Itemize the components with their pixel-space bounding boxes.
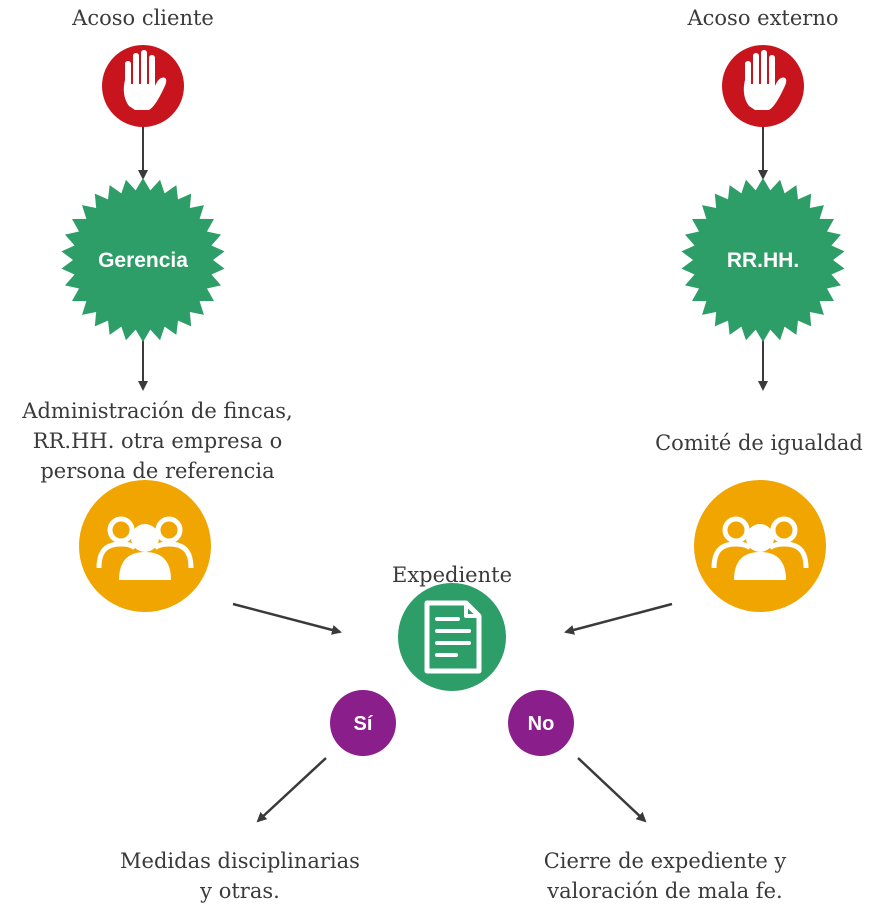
rrhh-label: RR.HH. (727, 249, 799, 272)
yes-outcome-line-2: y otras. (200, 879, 280, 903)
gerencia-starburst: Gerencia (61, 178, 225, 342)
expediente-title: Expediente (391, 563, 513, 587)
gerencia-label: Gerencia (98, 249, 188, 272)
stop-hand-icon (102, 45, 184, 127)
people-group-icon (79, 480, 211, 612)
arrow-right-group-to-expediente (564, 602, 673, 635)
left-branch-title: Acoso cliente (72, 6, 214, 30)
left-group-label-line-1: Administración de fincas, (22, 399, 293, 423)
arrow-left-group-to-expediente (232, 602, 342, 635)
document-icon (398, 583, 506, 691)
no-outcome-label: Cierre de expediente y valoración de mal… (520, 846, 810, 906)
right-branch-title: Acoso externo (687, 6, 839, 30)
no-outcome-line-1: Cierre de expediente y (543, 849, 787, 873)
decision-yes-label: Sí (354, 713, 374, 735)
decision-no-label: No (528, 713, 555, 735)
rrhh-starburst: RR.HH. (681, 178, 845, 342)
no-outcome-line-2: valoración de mala fe. (547, 879, 783, 903)
arrow-no-to-closure (577, 757, 647, 823)
people-group-icon (694, 480, 826, 612)
yes-outcome-line-1: Medidas disciplinarias (120, 849, 360, 873)
arrow-yes-to-disciplinary (256, 757, 327, 823)
left-group-label: Administración de fincas, RR.HH. otra em… (0, 396, 315, 486)
left-group-label-line-2: RR.HH. otra empresa o (32, 429, 283, 453)
decision-no-badge: No (508, 690, 574, 756)
stop-hand-icon (722, 45, 804, 127)
yes-outcome-label: Medidas disciplinarias y otras. (95, 846, 385, 906)
decision-yes-badge: Sí (330, 690, 396, 756)
left-group-label-line-3: persona de referencia (40, 459, 275, 483)
right-group-label: Comité de igualdad (655, 431, 863, 455)
